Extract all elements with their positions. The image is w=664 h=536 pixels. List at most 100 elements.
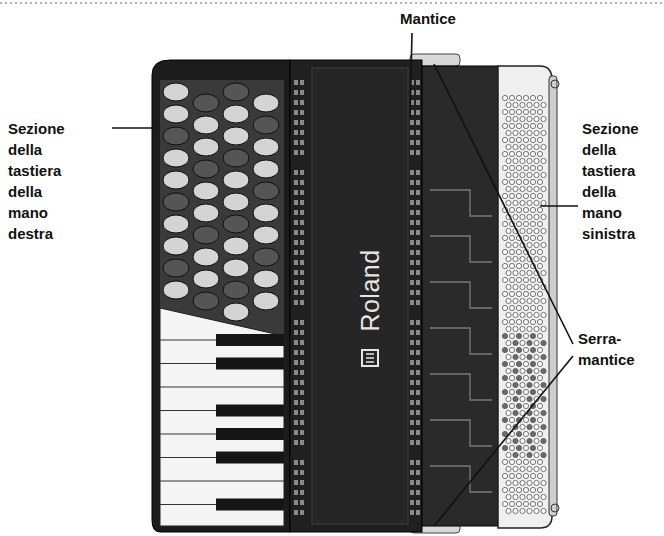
bass-button — [513, 284, 518, 289]
bass-button — [534, 284, 539, 289]
bass-button — [523, 277, 528, 282]
bass-button — [523, 235, 528, 240]
bass-button — [516, 501, 521, 506]
treble-button — [253, 138, 279, 156]
bass-button — [534, 494, 539, 499]
bass-button — [534, 326, 539, 331]
bass-button — [513, 312, 518, 317]
bass-button — [530, 95, 535, 100]
bass-button — [537, 361, 542, 366]
bass-button — [523, 459, 528, 464]
bass-button — [506, 508, 511, 513]
bass-button — [541, 452, 546, 457]
bass-button — [502, 347, 507, 352]
bass-button — [534, 410, 539, 415]
treble-button — [223, 215, 249, 233]
bass-button — [537, 431, 542, 436]
grille-slit — [300, 240, 304, 245]
grille-slit — [300, 420, 304, 425]
bass-button — [530, 277, 535, 282]
grille-slit — [416, 130, 420, 135]
treble-button — [253, 248, 279, 266]
grille-slit — [300, 400, 304, 405]
grille-slit — [410, 140, 414, 145]
treble-button — [163, 171, 189, 189]
leader-line — [112, 127, 156, 129]
bass-button — [509, 389, 514, 394]
bass-button — [541, 508, 546, 513]
bass-button — [527, 270, 532, 275]
grille-slit — [410, 300, 414, 305]
bass-button — [527, 200, 532, 205]
bass-button — [520, 228, 525, 233]
bass-button — [502, 165, 507, 170]
treble-button — [223, 83, 249, 101]
bass-button — [534, 466, 539, 471]
grille-slit — [416, 320, 420, 325]
grille-slit — [300, 210, 304, 215]
bass-button — [520, 130, 525, 135]
grille-slit — [294, 270, 298, 275]
grille-slit — [300, 230, 304, 235]
bass-button — [520, 340, 525, 345]
leader-line — [434, 64, 573, 344]
bass-button — [516, 473, 521, 478]
bellows-folds — [430, 190, 492, 492]
bass-button — [541, 382, 546, 387]
bass-button — [527, 368, 532, 373]
bass-button — [534, 382, 539, 387]
bass-button — [537, 305, 542, 310]
bass-button — [516, 305, 521, 310]
grille-slit — [294, 110, 298, 115]
grille-slit — [410, 260, 414, 265]
treble-button — [193, 182, 219, 200]
bass-button — [509, 305, 514, 310]
button-field — [160, 80, 284, 336]
grille-slit — [416, 190, 420, 195]
bass-button — [534, 424, 539, 429]
grille-slit — [416, 480, 420, 485]
bass-button — [537, 179, 542, 184]
grille-slit — [300, 500, 304, 505]
bass-button — [527, 494, 532, 499]
bass-button — [537, 235, 542, 240]
bass-button — [534, 368, 539, 373]
bass-button — [506, 312, 511, 317]
grille-slit — [300, 470, 304, 475]
logo-mark — [366, 354, 374, 362]
bass-button — [527, 312, 532, 317]
bass-button — [537, 263, 542, 268]
bass-button — [509, 417, 514, 422]
bass-button — [520, 354, 525, 359]
bass-button — [523, 347, 528, 352]
bass-button — [516, 347, 521, 352]
bass-button — [502, 305, 507, 310]
bass-button — [502, 179, 507, 184]
bass-button — [506, 270, 511, 275]
grille-slit — [410, 400, 414, 405]
bass-button — [541, 214, 546, 219]
part-label: Mantice — [380, 8, 476, 29]
bass-button — [506, 354, 511, 359]
bass-button — [509, 165, 514, 170]
bass-button — [506, 298, 511, 303]
grille-slit — [294, 200, 298, 205]
grille-slit — [410, 360, 414, 365]
bass-button — [541, 312, 546, 317]
grille-slit — [294, 120, 298, 125]
grille-slit — [294, 190, 298, 195]
grille-slit — [416, 170, 420, 175]
bass-button — [534, 158, 539, 163]
grille-slit — [294, 140, 298, 145]
bass-button — [520, 396, 525, 401]
grille-slit — [416, 230, 420, 235]
grille-slit — [294, 80, 298, 85]
bass-button — [513, 480, 518, 485]
bass-button — [516, 179, 521, 184]
piano-keys-ground — [160, 308, 284, 526]
grille-slit — [294, 400, 298, 405]
grille-slit — [300, 510, 304, 515]
bass-button — [506, 256, 511, 261]
grille-slit — [416, 380, 420, 385]
bass-button — [502, 151, 507, 156]
